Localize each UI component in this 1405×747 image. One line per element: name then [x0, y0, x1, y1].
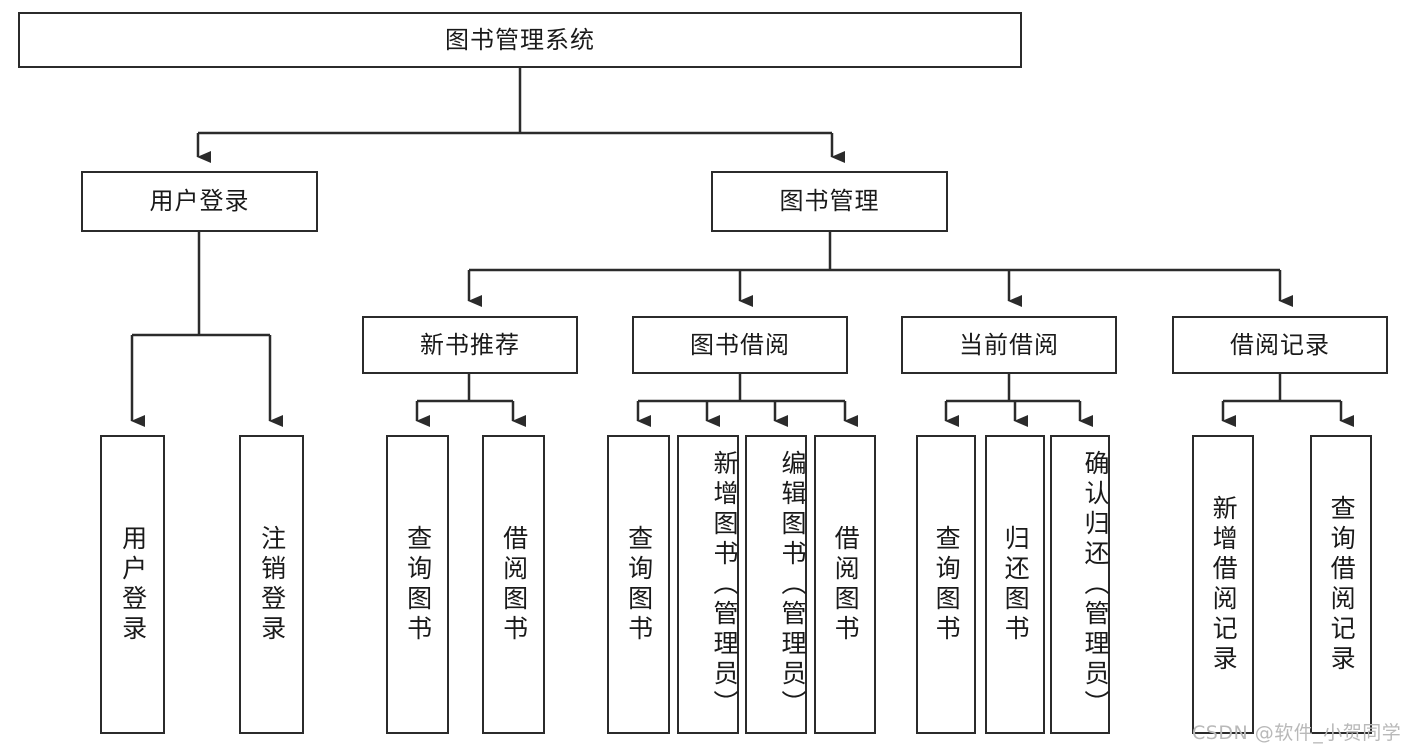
node-leaf-query-record[interactable]: 查询借阅记录: [1310, 435, 1372, 734]
node-leaf-user-login[interactable]: 用户登录: [100, 435, 165, 734]
node-new-book-rec[interactable]: 新书推荐: [362, 316, 578, 374]
node-leaf-confirm-return-label: 确认归还（管理员）: [1081, 449, 1110, 720]
node-leaf-query-book-2-label: 查询图书: [624, 524, 654, 645]
node-leaf-borrow-book-1-label: 借阅图书: [499, 524, 529, 645]
node-leaf-add-record[interactable]: 新增借阅记录: [1192, 435, 1254, 734]
node-current-borrow[interactable]: 当前借阅: [901, 316, 1117, 374]
node-leaf-add-record-label: 新增借阅记录: [1209, 494, 1239, 675]
node-leaf-edit-book-label: 编辑图书（管理员）: [778, 449, 807, 720]
node-leaf-query-record-label: 查询借阅记录: [1327, 494, 1357, 675]
node-leaf-query-book-3[interactable]: 查询图书: [916, 435, 976, 734]
node-book-manage[interactable]: 图书管理: [711, 171, 948, 232]
watermark-text: CSDN @软件_小贺同学: [1192, 722, 1402, 744]
node-leaf-return-book[interactable]: 归还图书: [985, 435, 1045, 734]
node-book-borrow[interactable]: 图书借阅: [632, 316, 848, 374]
node-borrow-record[interactable]: 借阅记录: [1172, 316, 1388, 374]
node-current-borrow-label: 当前借阅: [959, 330, 1059, 359]
node-leaf-logout[interactable]: 注销登录: [239, 435, 304, 734]
node-leaf-user-login-label: 用户登录: [118, 524, 148, 645]
node-leaf-confirm-return[interactable]: 确认归还（管理员）: [1050, 435, 1110, 734]
node-leaf-borrow-book-2-label: 借阅图书: [831, 524, 861, 645]
node-borrow-record-label: 借阅记录: [1230, 330, 1330, 359]
node-leaf-borrow-book-1[interactable]: 借阅图书: [482, 435, 545, 734]
node-new-book-rec-label: 新书推荐: [420, 330, 520, 359]
node-leaf-query-book-3-label: 查询图书: [932, 524, 962, 645]
node-leaf-return-book-label: 归还图书: [1001, 524, 1031, 645]
node-root-label: 图书管理系统: [445, 25, 595, 54]
node-leaf-add-book-label: 新增图书（管理员）: [710, 449, 739, 720]
node-user-login[interactable]: 用户登录: [81, 171, 318, 232]
node-leaf-edit-book[interactable]: 编辑图书（管理员）: [745, 435, 807, 734]
node-book-borrow-label: 图书借阅: [690, 330, 790, 359]
node-leaf-logout-label: 注销登录: [257, 524, 287, 645]
node-leaf-add-book[interactable]: 新增图书（管理员）: [677, 435, 739, 734]
node-user-login-label: 用户登录: [149, 187, 250, 216]
node-leaf-query-book-2[interactable]: 查询图书: [607, 435, 670, 734]
node-leaf-query-book-1-label: 查询图书: [403, 524, 433, 645]
node-leaf-borrow-book-2[interactable]: 借阅图书: [814, 435, 876, 734]
node-book-manage-label: 图书管理: [779, 187, 880, 216]
node-leaf-query-book-1[interactable]: 查询图书: [386, 435, 449, 734]
node-root[interactable]: 图书管理系统: [18, 12, 1022, 68]
